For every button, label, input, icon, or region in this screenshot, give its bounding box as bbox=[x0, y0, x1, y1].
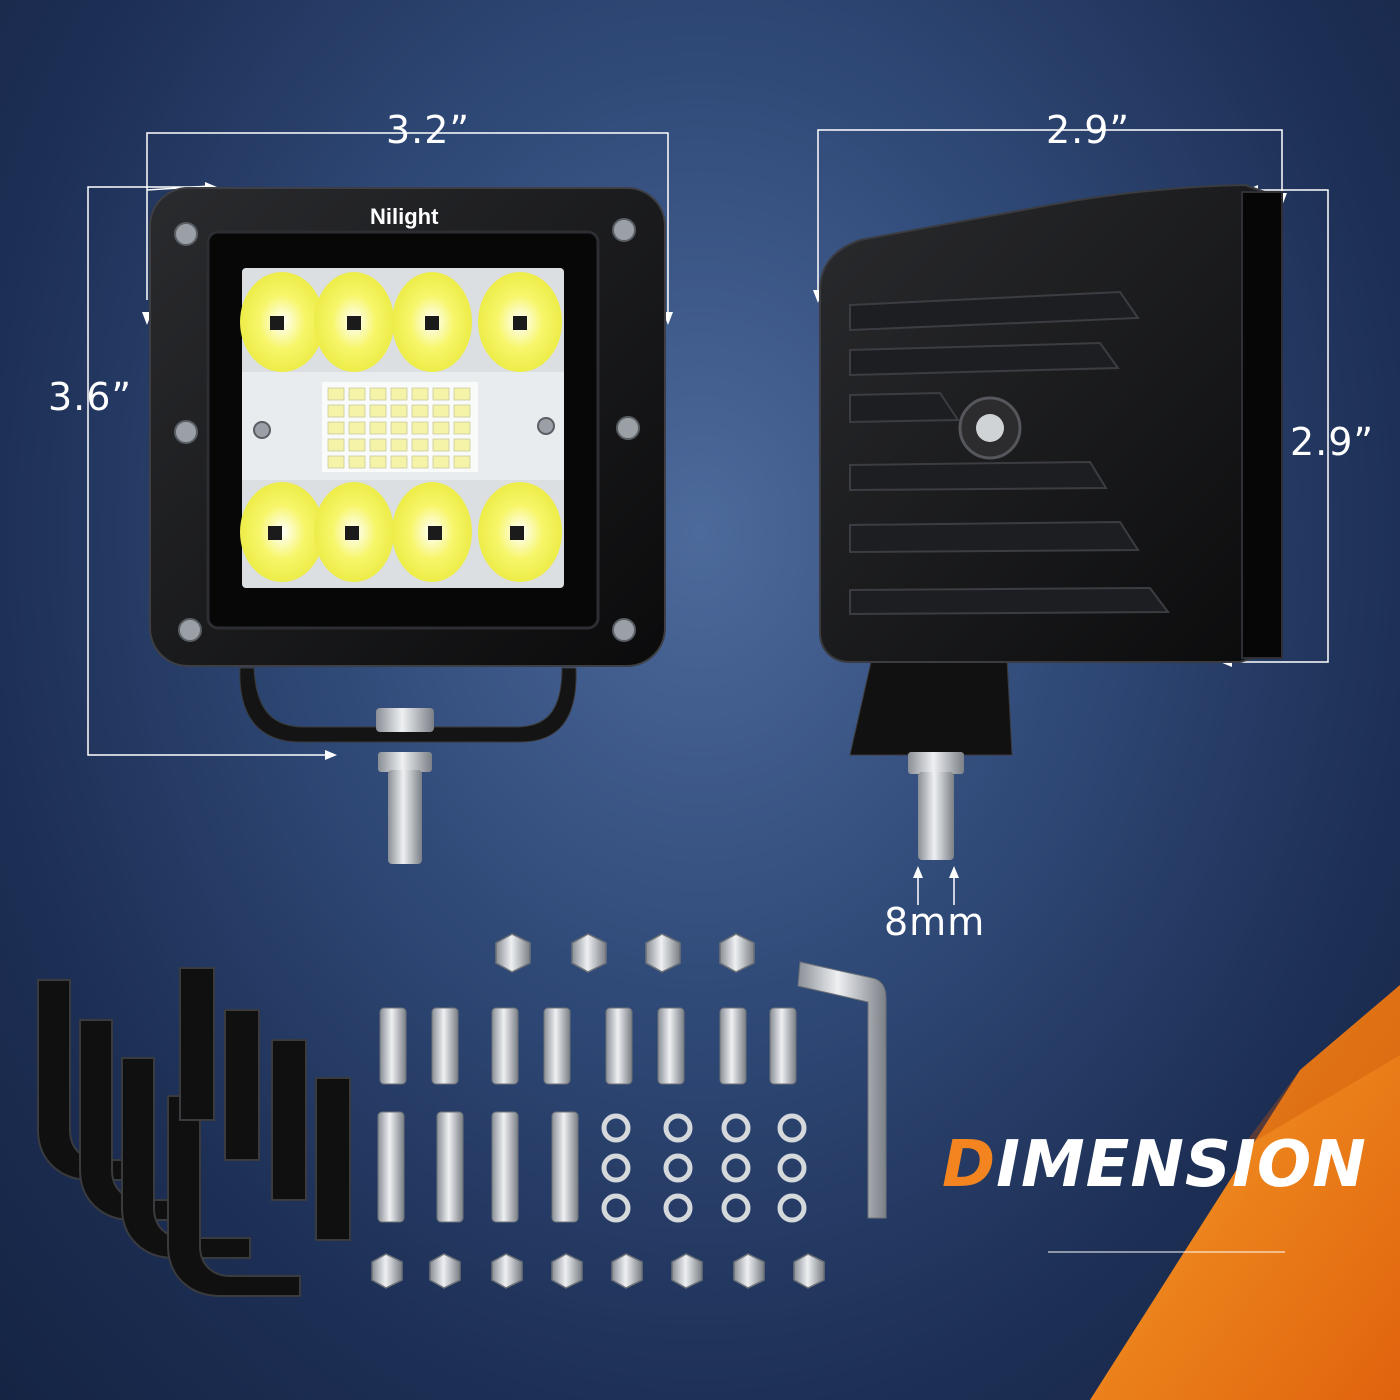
housing-screws bbox=[174, 218, 640, 642]
spot-led-row-top bbox=[240, 272, 562, 372]
front-height-dimension-line bbox=[87, 186, 330, 756]
side-height-label: 2.9” bbox=[1290, 420, 1375, 464]
brand-logo: Nilight bbox=[370, 204, 439, 229]
cooling-fins bbox=[849, 290, 1170, 616]
bolt-diameter-label: 8mm bbox=[884, 900, 986, 944]
orange-corner-shade bbox=[1240, 985, 1400, 1150]
mounting-bolt bbox=[388, 770, 422, 864]
hex-nuts-top bbox=[495, 933, 755, 973]
front-height-label: 3.6” bbox=[48, 375, 133, 419]
side-height-dimension-line bbox=[1225, 189, 1329, 663]
arrowhead bbox=[325, 750, 337, 760]
hex-bolts-short bbox=[379, 1007, 797, 1085]
front-width-label: 3.2” bbox=[386, 108, 471, 152]
hex-nuts-bottom bbox=[371, 1253, 825, 1289]
side-depth-dimension-line bbox=[817, 129, 1283, 300]
spot-led-row-bottom bbox=[240, 482, 562, 582]
smd-led-grid bbox=[327, 387, 471, 469]
side-light bbox=[819, 183, 1283, 905]
side-bolt bbox=[918, 772, 954, 860]
headline: DIMENSION bbox=[942, 1128, 1367, 1202]
mounting-nut bbox=[376, 708, 434, 732]
orange-corner-accent bbox=[1090, 985, 1400, 1400]
arrowhead bbox=[949, 866, 959, 878]
side-depth-label: 2.9” bbox=[1046, 108, 1131, 152]
spring-washers bbox=[601, 1113, 807, 1223]
mounting-brackets-kit bbox=[37, 967, 351, 1297]
hex-bolts-long bbox=[377, 1111, 579, 1223]
front-light bbox=[149, 187, 666, 864]
arrowhead bbox=[913, 866, 923, 878]
headline-first-letter: D bbox=[942, 1128, 997, 1202]
allen-key bbox=[797, 961, 887, 1219]
headline-rest: IMENSION bbox=[996, 1128, 1367, 1202]
